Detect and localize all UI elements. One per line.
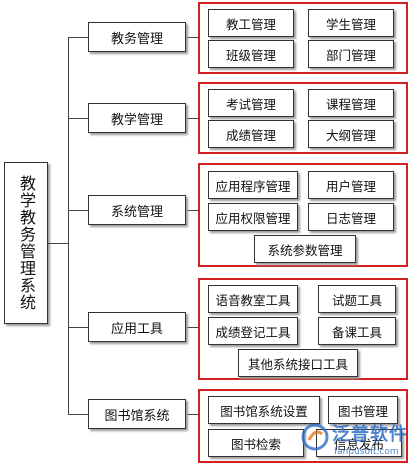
item-xitong-canshu: 系统参数管理 [254, 235, 356, 263]
module-gongju: 应用工具 [88, 312, 186, 342]
item-label: 大纲管理 [325, 127, 376, 143]
module-xitong: 系统管理 [88, 195, 186, 225]
item-label: 部门管理 [325, 47, 376, 63]
item-label: 成绩管理 [225, 127, 276, 143]
connector-module-3 [186, 210, 198, 211]
item-label: 学生管理 [325, 16, 376, 32]
item-rizhi: 日志管理 [308, 203, 394, 231]
group-xitong: 应用程序管理 用户管理 应用权限管理 日志管理 系统参数管理 [198, 163, 408, 267]
root-node: 教学教务管理系统 [4, 162, 48, 324]
item-label: 试题工具 [331, 292, 382, 308]
item-yingyong-chengxu: 应用程序管理 [208, 171, 298, 199]
item-tushu-guanli: 图书管理 [328, 396, 398, 424]
watermark: 泛普软件 fanpusoft.com [300, 418, 418, 466]
item-label: 教工管理 [225, 16, 276, 32]
item-yingyong-quanxian: 应用权限管理 [208, 203, 298, 231]
item-bumen: 部门管理 [308, 40, 394, 68]
item-kecheng: 课程管理 [308, 89, 394, 117]
item-xinxi-fabu: 信息发布 [316, 429, 402, 457]
item-label: 应用程序管理 [215, 178, 291, 194]
item-label: 班级管理 [225, 47, 276, 63]
item-label: 图书管理 [337, 403, 388, 419]
module-label: 教学管理 [110, 112, 163, 128]
connector-branch-4 [68, 327, 88, 328]
item-chengji: 成绩管理 [208, 120, 294, 148]
watermark-url: fanpusoft.com [334, 447, 399, 457]
module-jiaoxue: 教学管理 [88, 103, 186, 133]
item-label: 图书检索 [230, 436, 281, 452]
item-tushuguan-shezhi: 图书馆系统设置 [208, 396, 320, 424]
module-label: 教务管理 [110, 31, 163, 47]
item-shiti: 试题工具 [318, 285, 396, 313]
item-chengji-dengji: 成绩登记工具 [208, 317, 298, 345]
item-label: 成绩登记工具 [215, 324, 291, 340]
item-label: 应用权限管理 [215, 210, 291, 226]
item-banji: 班级管理 [208, 40, 294, 68]
connector-module-1 [186, 37, 198, 38]
connector-spine [68, 37, 69, 414]
item-beike: 备课工具 [318, 317, 396, 345]
root-label: 教学教务管理系统 [17, 175, 36, 311]
fanpu-logo-icon [301, 423, 329, 451]
module-label: 应用工具 [110, 321, 163, 337]
module-label: 系统管理 [110, 204, 163, 220]
connector-branch-2 [68, 118, 88, 119]
item-qita-jiekou: 其他系统接口工具 [238, 349, 358, 377]
connector-root-stem [48, 243, 68, 244]
item-yuyin-jiaoshi: 语音教室工具 [208, 285, 298, 313]
item-label: 系统参数管理 [267, 242, 343, 258]
group-jiaoxue: 考试管理 课程管理 成绩管理 大纲管理 [198, 82, 408, 154]
item-label: 信息发布 [333, 436, 384, 452]
item-label: 图书馆系统设置 [220, 403, 308, 419]
connector-module-4 [186, 327, 198, 328]
group-gongju: 语音教室工具 试题工具 成绩登记工具 备课工具 其他系统接口工具 [198, 278, 408, 380]
connector-module-5 [186, 414, 198, 415]
connector-branch-5 [68, 414, 88, 415]
item-xuesheng: 学生管理 [308, 9, 394, 37]
item-label: 课程管理 [325, 96, 376, 112]
group-tushuguan: 图书馆系统设置 图书管理 图书检索 信息发布 [198, 389, 408, 463]
connector-branch-1 [68, 37, 88, 38]
item-yonghu: 用户管理 [308, 171, 394, 199]
item-label: 备课工具 [331, 324, 382, 340]
watermark-brand: 泛普软件 [332, 424, 408, 445]
module-tushuguan: 图书馆系统 [88, 399, 186, 429]
item-label: 日志管理 [325, 210, 376, 226]
item-kaoshi: 考试管理 [208, 89, 294, 117]
item-label: 用户管理 [325, 178, 376, 194]
group-jiaowu: 教工管理 学生管理 班级管理 部门管理 [198, 2, 408, 74]
item-tushu-jiansuo: 图书检索 [208, 429, 304, 457]
item-jiaogong: 教工管理 [208, 9, 294, 37]
item-label: 考试管理 [225, 96, 276, 112]
item-label: 语音教室工具 [215, 292, 291, 308]
item-label: 其他系统接口工具 [247, 356, 348, 372]
module-jiaowu: 教务管理 [88, 22, 186, 52]
module-label: 图书馆系统 [104, 408, 170, 424]
item-dagang: 大纲管理 [308, 120, 394, 148]
connector-branch-3 [68, 210, 88, 211]
connector-module-2 [186, 118, 198, 119]
